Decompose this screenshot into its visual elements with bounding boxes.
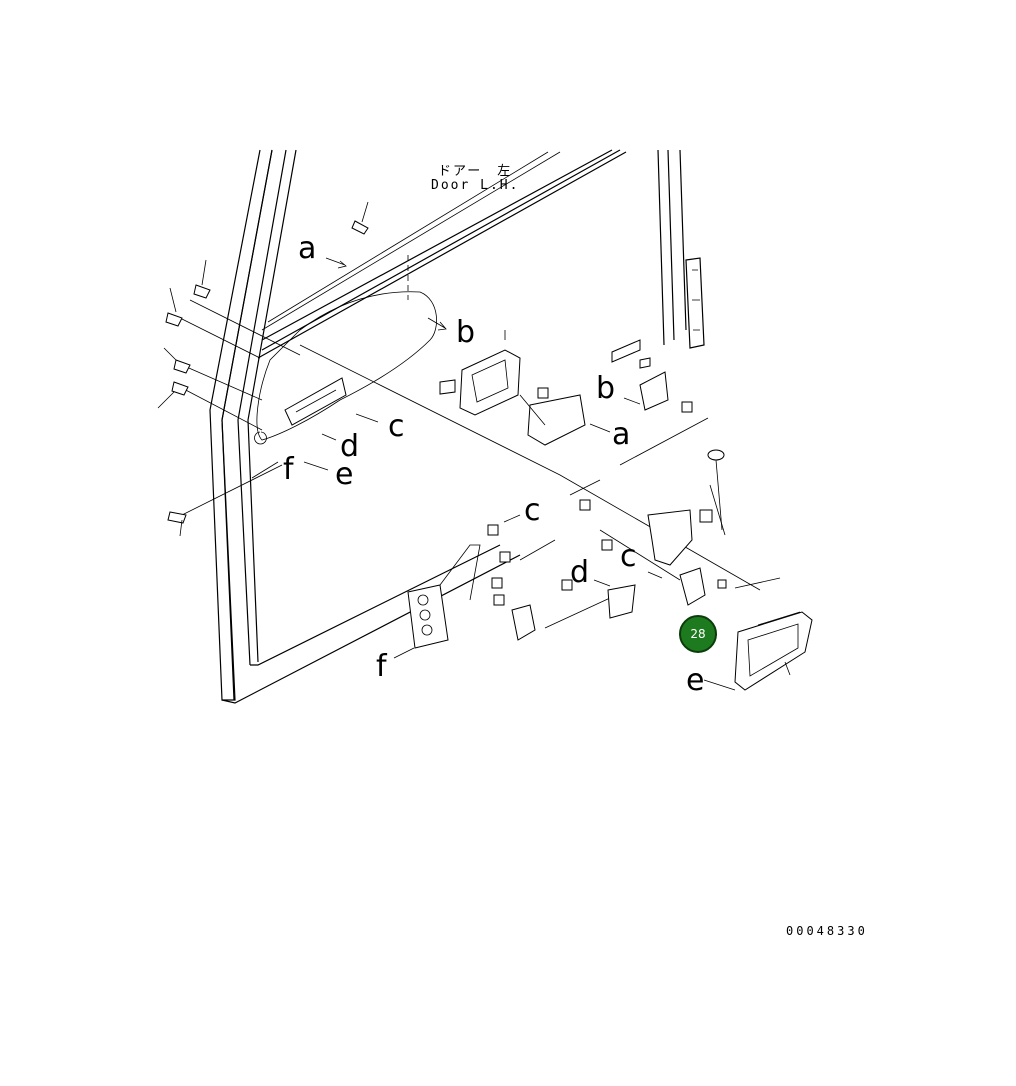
- ref-letter-d-upper: d: [340, 429, 359, 464]
- ref-letter-e-lower: e: [686, 663, 704, 698]
- bolts-left: [157, 201, 369, 537]
- diagram-title-en: Door L.H.: [431, 178, 520, 193]
- ref-letter-c-lower: c: [524, 493, 541, 528]
- door-frame: [209, 149, 705, 704]
- rods-and-leaders: [179, 299, 781, 629]
- ref-letter-f-lower: f: [376, 649, 388, 684]
- inner-panel-cover: [254, 255, 437, 445]
- latch-linkage: [611, 339, 727, 606]
- ref-letter-e-upper: e: [335, 457, 353, 492]
- ref-letter-b-upper: b: [456, 315, 475, 350]
- outer-handle: [734, 611, 813, 691]
- inner-handle: [439, 330, 586, 446]
- door-lock: [407, 499, 636, 649]
- drawing-number: 00048330: [786, 924, 868, 938]
- arrows: [251, 257, 736, 691]
- callout-28-button[interactable]: 28: [679, 615, 717, 653]
- ref-letter-f-upper: f: [283, 452, 295, 487]
- ref-letter-c-mid: c: [620, 539, 637, 574]
- diagram-title-jp: ドアー 左: [438, 164, 513, 179]
- ref-letter-a-upper: a: [298, 231, 316, 266]
- ref-letter-b-lower: b: [596, 371, 615, 406]
- ref-letter-a-lower: a: [612, 417, 630, 452]
- ref-letter-c-upper: c: [388, 409, 405, 444]
- ref-letter-d-lower: d: [570, 555, 589, 590]
- reference-letters: a b c d e f a b c c d e f: [283, 231, 704, 698]
